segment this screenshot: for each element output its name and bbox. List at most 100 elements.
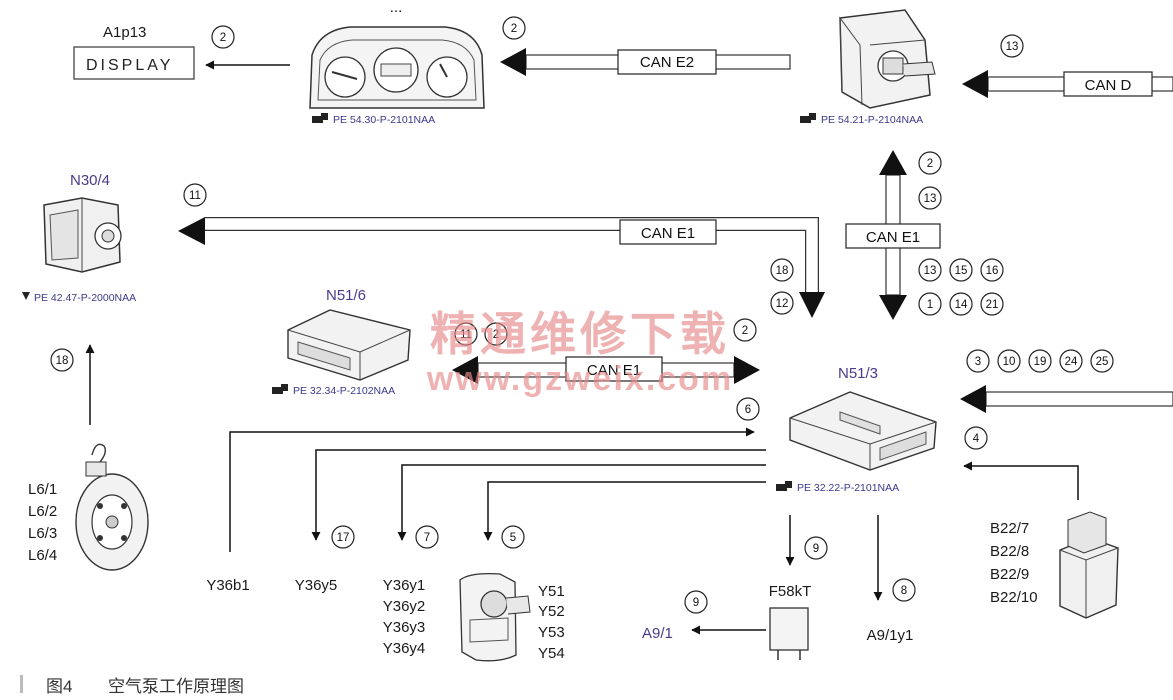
signal-marker-12: 12 [770, 291, 794, 315]
n30-4-reference: PE 42.47-P-2000NAA [22, 292, 136, 304]
svg-text:Y51: Y51 [538, 583, 565, 600]
svg-text:12: 12 [776, 298, 789, 310]
signal-marker-24: 24 [1059, 349, 1083, 373]
line-y36b1 [229, 427, 755, 552]
svg-text:13: 13 [924, 193, 937, 205]
can-d-label: CAN D [1085, 77, 1132, 94]
signal-marker-11: 11 [454, 322, 478, 346]
n51-3-label: N51/3 [838, 365, 878, 382]
svg-text:2: 2 [927, 158, 933, 170]
signal-marker-13: 13 [918, 258, 942, 282]
svg-text:3: 3 [975, 356, 981, 368]
svg-text:B22/7: B22/7 [990, 520, 1029, 537]
signal-marker-2: 2 [484, 322, 508, 346]
watermark-line2: www.gzweix.com [426, 360, 733, 398]
svg-text:11: 11 [189, 190, 201, 202]
signal-marker-2: 2 [733, 318, 757, 342]
signal-marker-19: 19 [1028, 349, 1052, 373]
display-text: DISPLAY [86, 57, 173, 74]
svg-text:13: 13 [1006, 41, 1019, 53]
ezs-reference: PE 54.21-P-2104NAA [800, 113, 923, 126]
svg-text:Y36y3: Y36y3 [383, 619, 426, 636]
can-e2-label: CAN E2 [640, 54, 694, 71]
svg-text:2: 2 [742, 325, 748, 337]
svg-text:6: 6 [745, 404, 751, 416]
line-y5x [483, 481, 766, 541]
n51-3-control-unit-icon [789, 391, 937, 471]
b22-labels: B22/7 B22/8 B22/9 B22/10 [990, 520, 1038, 606]
can-d-bus: CAN D [962, 70, 1173, 98]
signal-marker-7: 7 [415, 525, 439, 549]
line-y36y1-4 [397, 464, 766, 541]
signal-marker-13: 13 [1000, 34, 1024, 58]
signal-marker-10: 10 [997, 349, 1021, 373]
y36y-labels: Y36y1 Y36y2 Y36y3 Y36y4 [383, 577, 426, 657]
n51-6-reference: PE 32.34-P-2102NAA [272, 384, 395, 397]
svg-text:2: 2 [220, 32, 226, 44]
svg-text:L6/4: L6/4 [28, 547, 57, 564]
svg-text:4: 4 [973, 433, 980, 445]
signal-marker-18: 18 [770, 258, 794, 282]
svg-text:Y53: Y53 [538, 624, 565, 641]
svg-text:19: 19 [1034, 356, 1047, 368]
svg-text:2: 2 [493, 329, 499, 341]
caption-figure-number: 图4 [46, 677, 72, 696]
can-e1-left-bus: CAN E1 [178, 217, 825, 318]
n51-3-reference: PE 32.22-P-2101NAA [776, 481, 899, 494]
svg-text:Y52: Y52 [538, 603, 565, 620]
svg-text:B22/8: B22/8 [990, 543, 1029, 560]
signal-marker-14: 14 [949, 292, 973, 316]
signal-marker-9: 9 [804, 536, 828, 560]
y36y5-label: Y36y5 [295, 577, 338, 594]
can-e1-mid-bus: CAN E1 [452, 356, 760, 384]
svg-text:21: 21 [986, 299, 999, 311]
signal-marker-9: 9 [684, 590, 708, 614]
svg-text:11: 11 [460, 329, 472, 341]
svg-text:B22/9: B22/9 [990, 566, 1029, 583]
instrument-cluster-icon: ... [309, 0, 485, 109]
cluster-reference: PE 54.30-P-2101NAA [312, 113, 435, 126]
signal-marker-4: 4 [964, 426, 988, 450]
svg-text:17: 17 [337, 532, 350, 544]
n30-4-label: N30/4 [70, 172, 110, 189]
svg-text:Y36y4: Y36y4 [383, 640, 426, 657]
signal-marker-18: 18 [50, 348, 74, 372]
wheel-sensor-icon [75, 443, 149, 571]
svg-text:2: 2 [511, 23, 517, 35]
right-input-bus [960, 385, 1173, 413]
f58kt-label: F58kT [769, 583, 812, 600]
a1p13-display: A1p13 DISPLAY [73, 24, 195, 80]
arrow-b22-to-n51-3 [963, 461, 1079, 500]
svg-text:L6/3: L6/3 [28, 525, 57, 542]
svg-text:9: 9 [693, 597, 699, 609]
signal-marker-2: 2 [918, 151, 942, 175]
svg-text:PE 42.47-P-2000NAA: PE 42.47-P-2000NAA [34, 292, 136, 304]
svg-text:B22/10: B22/10 [990, 589, 1038, 606]
l6-labels: L6/1 L6/2 L6/3 L6/4 [28, 481, 57, 564]
signal-marker-15: 15 [949, 258, 973, 282]
can-e1-vertical-bus: CAN E1 [845, 150, 941, 320]
svg-text:13: 13 [924, 265, 937, 277]
watermark-line1: 精通维修下载 [430, 308, 730, 360]
signal-marker-17: 17 [331, 525, 355, 549]
a9-1y1-label: A9/1y1 [867, 627, 914, 644]
svg-text:5: 5 [510, 532, 516, 544]
y5x-labels: Y51 Y52 Y53 Y54 [538, 583, 565, 662]
watermark: 精通维修下载 www.gzweix.com [426, 308, 733, 398]
signal-marker-1: 1 [918, 292, 942, 316]
svg-text:10: 10 [1003, 356, 1016, 368]
caption-title: 空气泵工作原理图 [108, 677, 244, 696]
svg-text:15: 15 [955, 265, 968, 277]
svg-text:18: 18 [776, 265, 789, 277]
signal-marker-6: 6 [736, 397, 760, 421]
n30-4-label-group: N30/4 [70, 172, 110, 189]
a1p13-label: A1p13 [103, 24, 146, 41]
svg-text:24: 24 [1065, 356, 1078, 368]
svg-text:Y36y2: Y36y2 [383, 598, 426, 615]
cluster-label: ... [390, 0, 403, 16]
signal-marker-3: 3 [966, 349, 990, 373]
figure-caption: 图4 空气泵工作原理图 [20, 675, 244, 696]
line-y36y5 [311, 449, 766, 541]
svg-text:18: 18 [56, 355, 69, 367]
n51-6-control-unit-icon [287, 309, 411, 381]
